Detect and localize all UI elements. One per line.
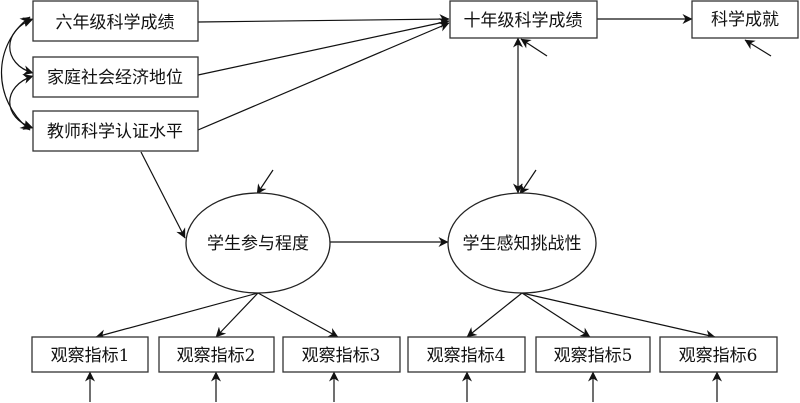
node-grade6: 六年级科学成绩 bbox=[32, 0, 199, 42]
edge-teacher-engage bbox=[140, 151, 186, 239]
edge-challenge-obs6 bbox=[521, 292, 716, 340]
node-obs1: 观察指标1 bbox=[31, 336, 149, 373]
node-grade10: 十年级科学成绩 bbox=[449, 0, 598, 39]
edge-engage-obs2 bbox=[215, 292, 259, 338]
edge-ses-grade10 bbox=[197, 18, 450, 76]
node-obs5: 观察指标5 bbox=[535, 336, 651, 373]
edges-layer bbox=[1, 14, 772, 402]
error-arrow-grade10 bbox=[520, 38, 548, 57]
node-obs4: 观察指标4 bbox=[407, 336, 526, 373]
node-label-obs1: 观察指标1 bbox=[51, 346, 130, 366]
node-label-obs2: 观察指标2 bbox=[177, 346, 256, 366]
node-label-ses: 家庭社会经济地位 bbox=[47, 68, 183, 88]
node-obs3: 观察指标3 bbox=[282, 336, 401, 373]
edge-engage-obs1 bbox=[95, 292, 259, 340]
node-label-challenge: 学生感知挑战性 bbox=[463, 234, 582, 254]
node-obs2: 观察指标2 bbox=[158, 336, 275, 373]
error-arrow-achieve bbox=[744, 39, 772, 57]
edge-grade6-grade10 bbox=[197, 14, 450, 25]
node-label-grade6: 六年级科学成绩 bbox=[56, 13, 175, 33]
covariance-grade6-ses bbox=[9, 17, 34, 76]
node-label-engage: 学生参与程度 bbox=[207, 234, 309, 254]
node-label-grade10: 十年级科学成绩 bbox=[464, 11, 583, 31]
node-label-teacher: 教师科学认证水平 bbox=[47, 122, 183, 142]
node-label-obs3: 观察指标3 bbox=[302, 346, 381, 366]
node-label-obs4: 观察指标4 bbox=[427, 346, 506, 366]
edge-teacher-grade10 bbox=[197, 22, 450, 131]
node-label-obs5: 观察指标5 bbox=[554, 346, 633, 366]
edge-challenge-obs5 bbox=[521, 292, 591, 338]
edge-engage-obs3 bbox=[257, 292, 339, 338]
node-label-achieve: 科学成就 bbox=[711, 10, 779, 30]
edge-challenge-obs4 bbox=[466, 292, 523, 338]
node-achieve: 科学成就 bbox=[691, 0, 799, 39]
node-challenge: 学生感知挑战性 bbox=[447, 192, 597, 294]
node-obs6: 观察指标6 bbox=[659, 336, 778, 373]
node-label-obs6: 观察指标6 bbox=[679, 346, 758, 366]
node-ses: 家庭社会经济地位 bbox=[32, 56, 199, 98]
covariance-grade6-teacher bbox=[1, 16, 31, 131]
covariance-ses-teacher bbox=[9, 74, 34, 130]
node-teacher: 教师科学认证水平 bbox=[32, 110, 199, 152]
error-arrow-challenge bbox=[519, 169, 537, 195]
node-engage: 学生参与程度 bbox=[185, 192, 331, 294]
error-arrow-engage bbox=[256, 169, 274, 195]
